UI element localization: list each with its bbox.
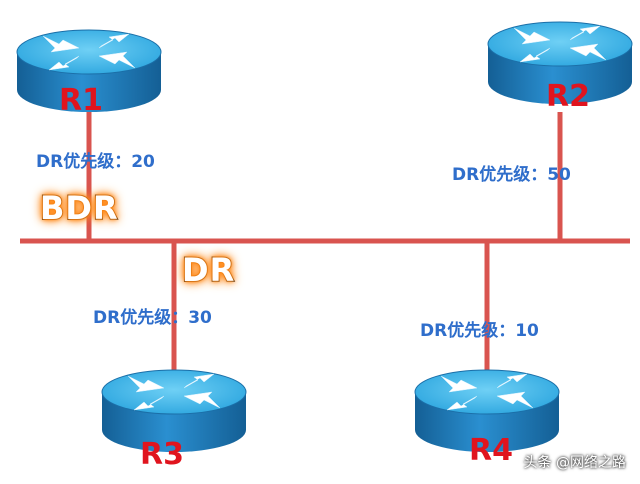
router-r2[interactable]: R2 [487, 21, 633, 114]
router-label-r4: R4 [469, 433, 513, 468]
router-label-r1: R1 [59, 83, 103, 118]
router-r1[interactable]: R1 [16, 29, 162, 118]
router-r4[interactable]: R4 [414, 369, 560, 468]
r4-priority-label: DR优先级：10 [420, 321, 539, 341]
bdr-role-label: BDR [39, 189, 119, 227]
r2-priority-label: DR优先级：50 [452, 165, 571, 185]
lan-links [20, 112, 630, 372]
dr-role-label: DR [181, 251, 236, 289]
router-label-r2: R2 [546, 79, 590, 114]
r3-priority-label: DR优先级：30 [93, 308, 212, 328]
router-label-r3: R3 [140, 437, 184, 472]
router-r3[interactable]: R3 [101, 369, 247, 472]
watermark: 头条 @网络之路 [523, 455, 626, 471]
r1-priority-label: DR优先级：20 [36, 152, 155, 172]
